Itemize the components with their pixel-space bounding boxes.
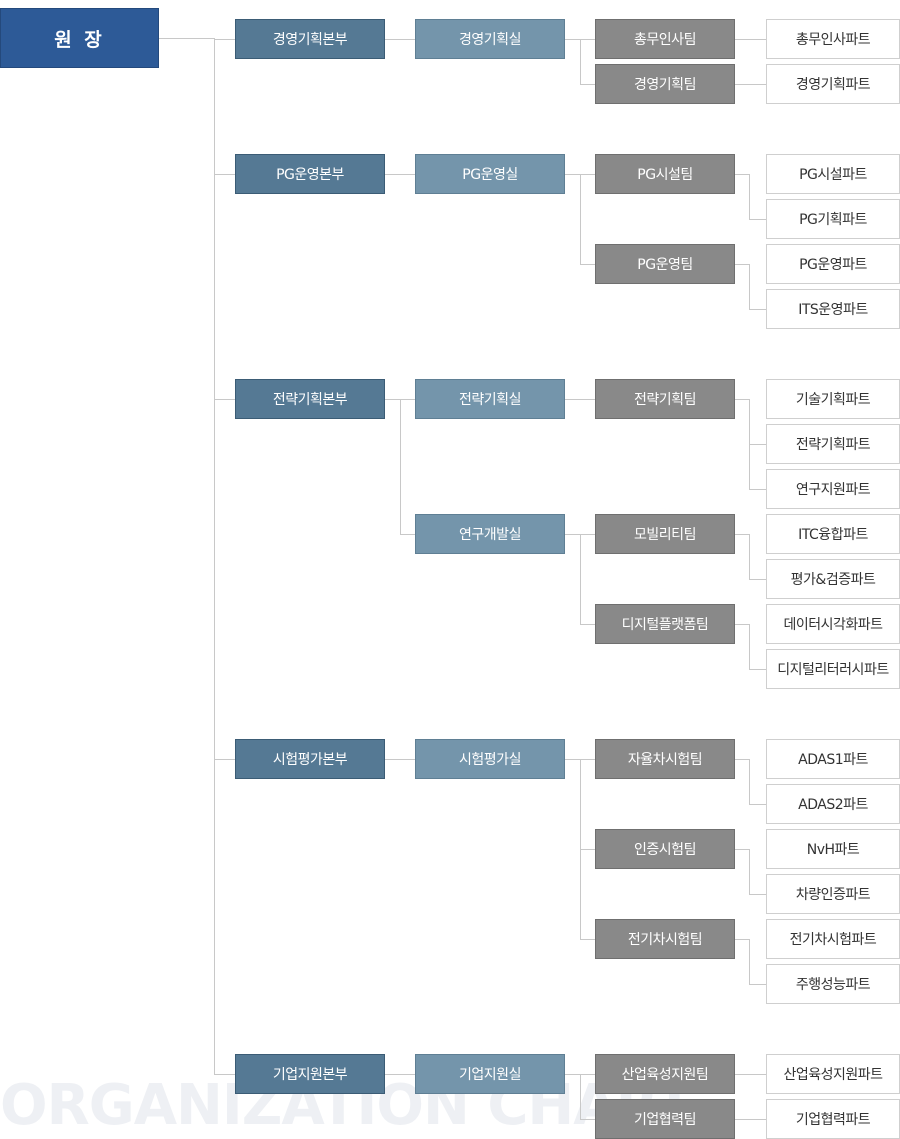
part-box: 전략기획파트 xyxy=(766,424,900,464)
connector-line xyxy=(580,39,581,85)
connector-line xyxy=(385,39,415,40)
office-box: 연구개발실 xyxy=(415,514,565,554)
connector-line xyxy=(749,624,750,670)
team-box: 모빌리티팀 xyxy=(595,514,735,554)
part-box: 경영기획파트 xyxy=(766,64,900,104)
part-box: 전기차시험파트 xyxy=(766,919,900,959)
connector-line xyxy=(749,894,766,895)
part-box: ADAS2파트 xyxy=(766,784,900,824)
team-box: 기업협력팀 xyxy=(595,1099,735,1139)
division-box: 경영기획본부 xyxy=(235,19,385,59)
office-box: 기업지원실 xyxy=(415,1054,565,1094)
connector-line xyxy=(580,264,595,265)
part-box: 디지털리터러시파트 xyxy=(766,649,900,689)
connector-line xyxy=(735,264,749,265)
team-box: 인증시험팀 xyxy=(595,829,735,869)
connector-line xyxy=(735,1074,766,1075)
connector-line xyxy=(735,849,749,850)
part-box: PG시설파트 xyxy=(766,154,900,194)
connector-line xyxy=(214,759,235,760)
connector-line xyxy=(580,624,595,625)
connector-line xyxy=(749,984,766,985)
connector-line xyxy=(749,444,766,445)
part-box: 산업육성지원파트 xyxy=(766,1054,900,1094)
part-box: ITC융합파트 xyxy=(766,514,900,554)
part-box: 기업협력파트 xyxy=(766,1099,900,1139)
connector-line xyxy=(735,39,766,40)
office-box: 전략기획실 xyxy=(415,379,565,419)
connector-line xyxy=(735,1119,766,1120)
part-box: ITS운영파트 xyxy=(766,289,900,329)
part-box: PG운영파트 xyxy=(766,244,900,284)
connector-line xyxy=(735,624,749,625)
part-box: 주행성능파트 xyxy=(766,964,900,1004)
connector-line xyxy=(400,399,401,535)
team-box: 산업육성지원팀 xyxy=(595,1054,735,1094)
part-box: ADAS1파트 xyxy=(766,739,900,779)
part-box: 연구지원파트 xyxy=(766,469,900,509)
connector-line xyxy=(749,669,766,670)
division-box: PG운영본부 xyxy=(235,154,385,194)
connector-line xyxy=(749,849,750,895)
connector-line xyxy=(735,939,749,940)
connector-line xyxy=(214,39,235,40)
connector-line xyxy=(749,264,750,310)
connector-line xyxy=(735,174,749,175)
connector-line xyxy=(749,534,750,580)
connector-line xyxy=(580,1119,595,1120)
connector-line xyxy=(735,84,766,85)
team-box: PG시설팀 xyxy=(595,154,735,194)
connector-line xyxy=(580,174,581,265)
connector-line xyxy=(385,759,415,760)
team-box: 전략기획팀 xyxy=(595,379,735,419)
connector-line xyxy=(565,399,595,400)
division-box: 시험평가본부 xyxy=(235,739,385,779)
connector-line xyxy=(159,38,214,39)
connector-line xyxy=(580,534,581,625)
connector-line xyxy=(749,174,750,220)
division-box: 기업지원본부 xyxy=(235,1054,385,1094)
connector-line xyxy=(214,399,235,400)
team-box: 전기차시험팀 xyxy=(595,919,735,959)
connector-line xyxy=(580,84,595,85)
connector-line xyxy=(749,579,766,580)
office-box: 경영기획실 xyxy=(415,19,565,59)
director-box: 원 장 xyxy=(0,8,159,68)
team-box: PG운영팀 xyxy=(595,244,735,284)
connector-line xyxy=(749,489,766,490)
part-box: NvH파트 xyxy=(766,829,900,869)
connector-line xyxy=(214,174,235,175)
part-box: 데이터시각화파트 xyxy=(766,604,900,644)
connector-line xyxy=(214,38,215,1075)
part-box: 기술기획파트 xyxy=(766,379,900,419)
team-box: 총무인사팀 xyxy=(595,19,735,59)
office-box: PG운영실 xyxy=(415,154,565,194)
connector-line xyxy=(735,759,749,760)
team-box: 경영기획팀 xyxy=(595,64,735,104)
connector-line xyxy=(749,804,766,805)
connector-line xyxy=(749,219,766,220)
connector-line xyxy=(749,759,750,805)
connector-line xyxy=(385,174,415,175)
connector-line xyxy=(580,1074,581,1120)
connector-line xyxy=(735,534,749,535)
connector-line xyxy=(580,849,595,850)
office-box: 시험평가실 xyxy=(415,739,565,779)
division-box: 전략기획본부 xyxy=(235,379,385,419)
part-box: PG기획파트 xyxy=(766,199,900,239)
connector-line xyxy=(400,534,415,535)
team-box: 자율차시험팀 xyxy=(595,739,735,779)
connector-line xyxy=(385,1074,415,1075)
connector-line xyxy=(214,1074,235,1075)
part-box: 총무인사파트 xyxy=(766,19,900,59)
team-box: 디지털플랫폼팀 xyxy=(595,604,735,644)
connector-line xyxy=(580,939,595,940)
connector-line xyxy=(749,309,766,310)
part-box: 차량인증파트 xyxy=(766,874,900,914)
connector-line xyxy=(749,939,750,985)
part-box: 평가&검증파트 xyxy=(766,559,900,599)
connector-line xyxy=(735,399,749,400)
